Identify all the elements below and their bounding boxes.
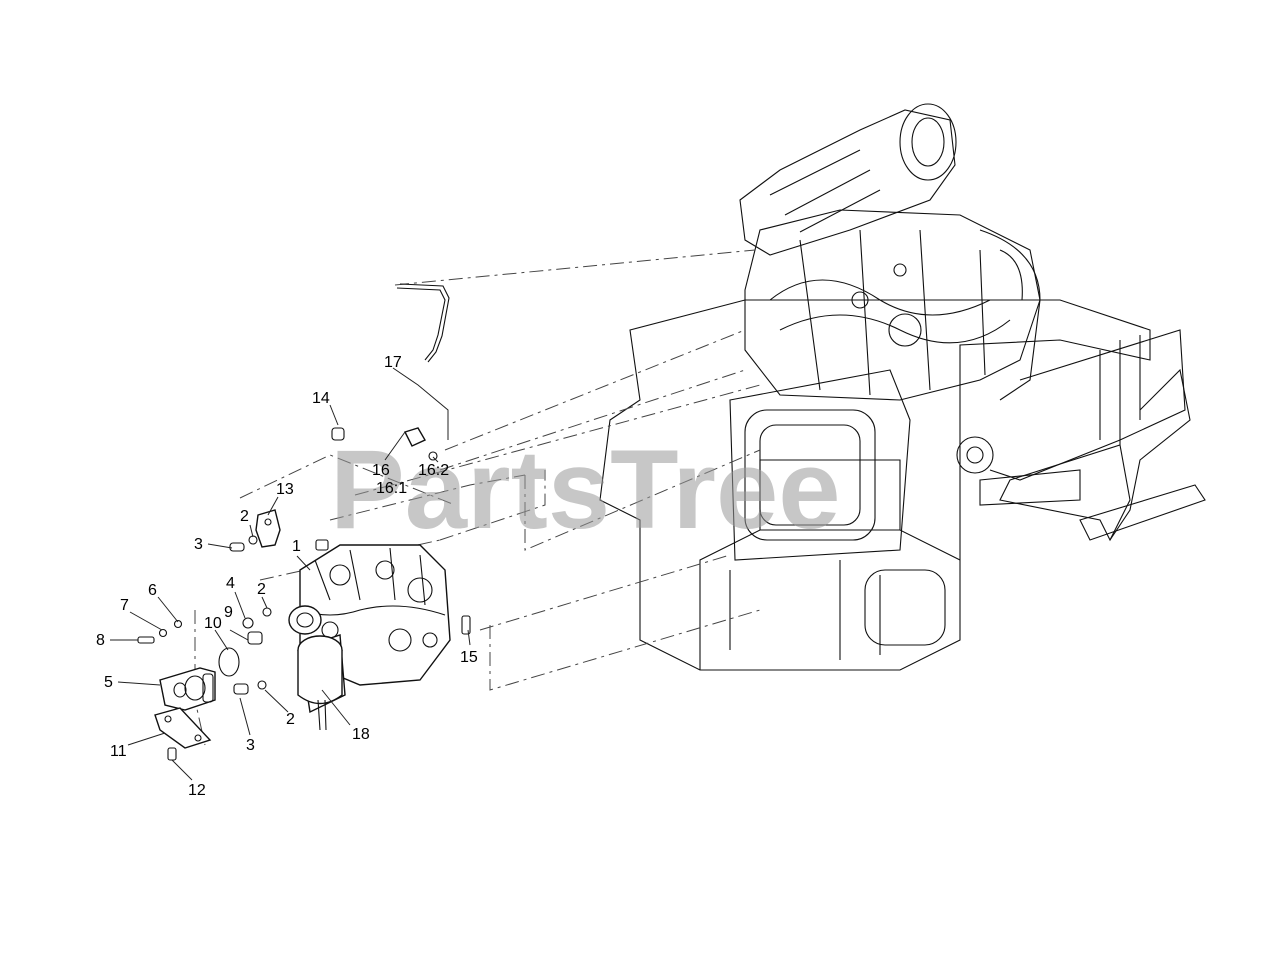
- callout-9: 9: [224, 604, 233, 621]
- callout-4: 4: [226, 575, 235, 592]
- callout-16-1: 16:1: [376, 480, 407, 497]
- callout-16-2: 16:2: [418, 462, 449, 479]
- callout-2: 2: [257, 581, 266, 598]
- engine-frame-assembly: [599, 103, 1206, 671]
- leader-lines: [110, 367, 471, 781]
- callout-6: 6: [148, 582, 157, 599]
- callout-14: 14: [312, 390, 330, 407]
- hydrostatic-pump-assembly: [137, 283, 471, 761]
- callout-5: 5: [104, 674, 113, 691]
- callout-3: 3: [246, 737, 255, 754]
- callout-2: 2: [240, 508, 249, 525]
- callout-12: 12: [188, 782, 206, 799]
- callout-10: 10: [204, 615, 222, 632]
- callout-13: 13: [276, 481, 294, 498]
- callout-15: 15: [460, 649, 478, 666]
- callout-7: 7: [120, 597, 129, 614]
- callout-17: 17: [384, 354, 402, 371]
- callout-2: 2: [286, 711, 295, 728]
- callout-8: 8: [96, 632, 105, 649]
- callout-1: 1: [292, 538, 301, 555]
- callout-11: 11: [110, 743, 127, 760]
- callout-18: 18: [352, 726, 370, 743]
- callout-3: 3: [194, 536, 203, 553]
- watermark: PartsTree: [330, 427, 841, 552]
- callout-16: 16: [372, 462, 390, 479]
- callouts: 1 2 2 2 3 3 4 5 6 7 8 9 10 11 12 13 14 1…: [96, 354, 478, 799]
